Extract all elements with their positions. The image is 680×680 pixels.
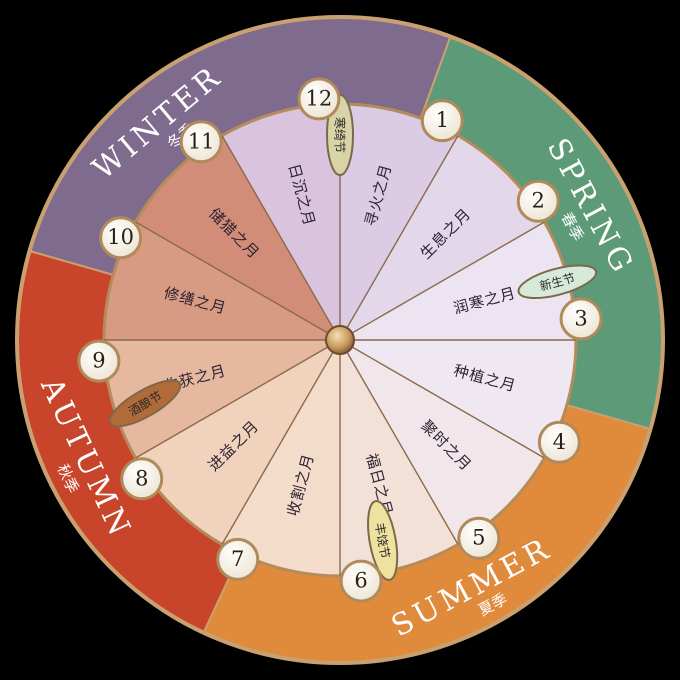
month-badge: 3: [559, 297, 603, 341]
spoke-line: [339, 135, 459, 341]
month-badge-circle: [339, 559, 383, 603]
spoke-line: [339, 339, 459, 545]
month-badge-circle: [77, 339, 121, 383]
month-badge-circle: [457, 516, 501, 560]
festival-oval: [367, 500, 399, 581]
month-number: 10: [107, 225, 134, 249]
outer-rim: [15, 15, 665, 665]
month-wedge: [340, 222, 576, 340]
month-badge: 8: [120, 457, 164, 501]
month-number: 4: [553, 430, 566, 454]
month-badge-circle: [120, 457, 164, 501]
month-wedge: [104, 222, 340, 340]
month-badge-circle: [559, 297, 603, 341]
month-badge-circle: [99, 216, 143, 260]
month-badge-circle: [516, 179, 560, 223]
month-badge: 6: [339, 559, 383, 603]
month-wedge: [135, 340, 340, 545]
month-number: 12: [306, 86, 333, 110]
month-number: 5: [472, 526, 485, 550]
month-wedge: [340, 104, 458, 340]
spoke-line: [221, 339, 341, 545]
festival-name: 丰饶节: [372, 522, 392, 560]
month-badge: 1: [420, 99, 464, 143]
festival-oval: [517, 264, 598, 300]
month-badge: 2: [516, 179, 560, 223]
spoke-line: [135, 339, 341, 459]
month-badge-circle: [297, 77, 341, 121]
festival-badge: 新生节: [517, 264, 598, 300]
month-badge-circle: [179, 120, 223, 164]
spokes: [104, 104, 576, 576]
month-number: 2: [532, 189, 545, 213]
festival-name: 寒绮节: [333, 117, 348, 153]
month-wedge: [222, 340, 340, 576]
month-badge-circle: [420, 99, 464, 143]
month-badge: 9: [77, 339, 121, 383]
month-number: 1: [436, 108, 449, 132]
month-number: 9: [92, 349, 105, 373]
month-badge-circle: [537, 420, 581, 464]
month-number: 6: [354, 569, 367, 593]
month-badge-circle: [216, 537, 260, 581]
month-wedge: [340, 340, 576, 458]
month-wedge: [104, 340, 340, 458]
month-wedge: [340, 340, 545, 545]
month-badge: 5: [457, 516, 501, 560]
spoke-line: [135, 221, 341, 341]
month-wedge: [340, 135, 545, 340]
month-number: 7: [231, 547, 244, 571]
month-badge: 11: [179, 120, 223, 164]
month-wedges: 寻火之月生息之月润寒之月种植之月聚时之月福日之月收割之月进益之月收获之月修缮之月…: [104, 104, 576, 576]
month-badge: 10: [99, 216, 143, 260]
month-badge: 4: [537, 420, 581, 464]
festival-badge: 丰饶节: [367, 500, 399, 581]
spoke-line: [339, 221, 545, 341]
month-badge: 7: [216, 537, 260, 581]
center-hub: [325, 325, 355, 355]
month-number: 8: [135, 466, 148, 490]
month-wedge: [222, 104, 340, 340]
month-number: 3: [574, 306, 587, 330]
month-number: 11: [188, 129, 215, 153]
month-wedge: [135, 135, 340, 340]
spoke-line: [339, 339, 545, 459]
month-badge: 12: [297, 77, 341, 121]
spoke-line: [221, 135, 341, 341]
festival-oval: [108, 379, 182, 428]
